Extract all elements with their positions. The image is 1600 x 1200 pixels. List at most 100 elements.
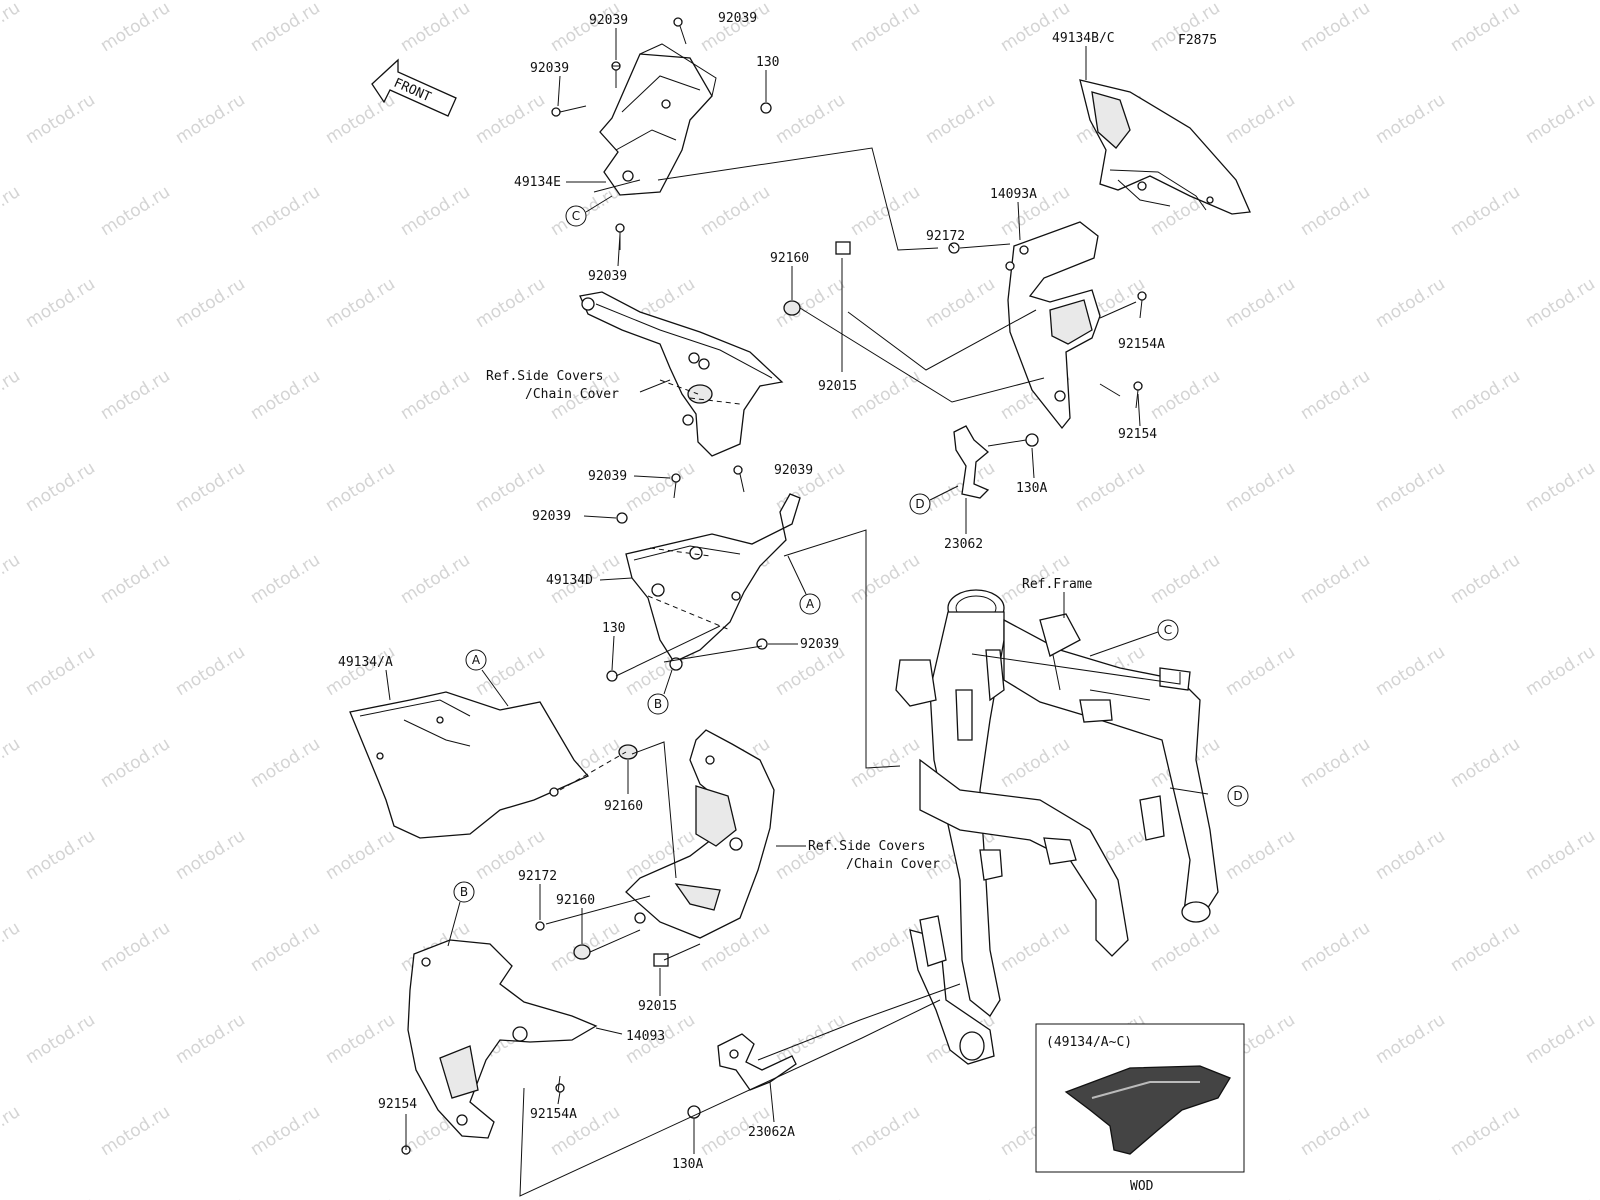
- callout-c-top: C: [565, 195, 613, 227]
- watermark-text: motod.ru: [0, 0, 24, 56]
- watermark-text: motod.ru: [1522, 458, 1599, 516]
- watermark-text: motod.ru: [1222, 274, 1299, 332]
- watermark-text: motod.ru: [547, 0, 624, 56]
- watermark-text: motod.ru: [0, 918, 24, 976]
- watermark-text: motod.ru: [97, 0, 174, 56]
- label-ref-chain-cover-bottom: /Chain Cover: [846, 857, 940, 872]
- watermark-text: motod.ru: [772, 274, 849, 332]
- label-23062: 23062: [944, 537, 983, 552]
- bracket-14093a: [1005, 221, 1101, 430]
- svg-text:C: C: [1164, 623, 1172, 637]
- watermark-text: motod.ru: [1147, 918, 1224, 976]
- watermark-text: motod.ru: [847, 366, 924, 424]
- watermark-text: motod.ru: [322, 90, 399, 148]
- callout-c-frame: C: [1089, 619, 1179, 657]
- label-49134d: 49134D: [546, 573, 593, 588]
- watermark-text: motod.ru: [322, 458, 399, 516]
- inner-cover-upper-49134e: [599, 43, 717, 196]
- watermark-text: motod.ru: [247, 1102, 324, 1160]
- callout-d-top: D: [909, 485, 959, 515]
- watermark-text: motod.ru: [322, 274, 399, 332]
- watermark-text: motod.ru: [997, 918, 1074, 976]
- side-cover-lower-ref: [625, 729, 775, 939]
- label-49134e: 49134E: [514, 175, 561, 190]
- watermark-text: motod.ru: [247, 918, 324, 976]
- watermark-text: motod.ru: [97, 550, 174, 608]
- watermark-text: motod.ru: [772, 826, 849, 884]
- watermark-text: motod.ru: [1522, 642, 1599, 700]
- label-92160-mid: 92160: [604, 799, 643, 814]
- callout-a-mid: A: [787, 555, 821, 615]
- watermark-text: motod.ru: [0, 182, 24, 240]
- part-labels: 92039 92039 92039 130 49134E 92039 49134…: [338, 11, 1165, 1172]
- inner-cover-lower-49134d: [625, 493, 801, 671]
- watermark-text: motod.ru: [697, 182, 774, 240]
- watermark-text: motod.ru: [1072, 458, 1149, 516]
- label-49134bc: 49134B/C: [1052, 31, 1115, 46]
- label-92039-mid-left: 92039: [588, 469, 627, 484]
- svg-text:D: D: [1233, 789, 1242, 803]
- callout-d-frame: D: [1227, 785, 1249, 807]
- watermark-text: motod.ru: [0, 550, 24, 608]
- watermark-text: motod.ru: [172, 826, 249, 884]
- label-92015-bottom: 92015: [638, 999, 677, 1014]
- watermark-text: motod.ru: [1222, 90, 1299, 148]
- watermark-text: motod.ru: [397, 366, 474, 424]
- label-49134a: 49134/A: [338, 655, 393, 670]
- label-92039-top-right: 92039: [718, 11, 757, 26]
- watermark-text: motod.ru: [922, 90, 999, 148]
- watermark-text: motod.ru: [472, 458, 549, 516]
- label-92154a-bottom: 92154A: [530, 1107, 577, 1122]
- watermark-text: motod.ru: [1297, 550, 1374, 608]
- watermark-text: motod.ru: [0, 734, 24, 792]
- leader-lines: [519, 147, 1209, 1197]
- watermark-text: motod.ru: [472, 642, 549, 700]
- watermark-text: motod.ru: [172, 458, 249, 516]
- watermark-text: motod.ru: [922, 458, 999, 516]
- watermark-text: motod.ru: [397, 550, 474, 608]
- watermark-text: motod.ru: [22, 642, 99, 700]
- watermark-text: motod.ru: [697, 0, 774, 56]
- watermark-text: motod.ru: [22, 826, 99, 884]
- watermark-text: motod.ru: [1297, 1102, 1374, 1160]
- watermark-text: motod.ru: [322, 1010, 399, 1068]
- watermark-text: motod.ru: [22, 274, 99, 332]
- side-panel-49134a: [349, 691, 590, 839]
- watermark-text: motod.ru: [172, 274, 249, 332]
- watermark-text: motod.ru: [397, 182, 474, 240]
- watermark-text: motod.ru: [322, 642, 399, 700]
- label-92039-right: 92039: [800, 637, 839, 652]
- watermark-text: motod.ru: [397, 0, 474, 56]
- label-92039-top-left: 92039: [589, 13, 628, 28]
- label-92172-bottom: 92172: [518, 869, 557, 884]
- label-14093: 14093: [626, 1029, 665, 1044]
- watermark-text: motod.ru: [97, 366, 174, 424]
- label-130-top: 130: [756, 55, 779, 70]
- duct-14093: [407, 939, 598, 1139]
- watermark-text: motod.ru: [1447, 550, 1524, 608]
- frame-ref: [895, 589, 1219, 1065]
- watermark-text: motod.ru: [247, 734, 324, 792]
- label-ref-side-covers-bottom: Ref.Side Covers: [808, 839, 925, 854]
- label-130-mid: 130: [602, 621, 625, 636]
- watermark-text: motod.ru: [847, 550, 924, 608]
- watermark-text: motod.ru: [22, 1194, 99, 1200]
- watermark-text: motod.ru: [1372, 1010, 1449, 1068]
- label-92039-left: 92039: [530, 61, 569, 76]
- watermark-text: motod.ru: [1297, 734, 1374, 792]
- svg-text:D: D: [915, 497, 924, 511]
- svg-text:C: C: [572, 209, 580, 223]
- watermark-text: motod.ru: [97, 182, 174, 240]
- watermark-text: motod.ru: [922, 274, 999, 332]
- watermark-text: motod.ru: [97, 734, 174, 792]
- label-92154-top: 92154: [1118, 427, 1157, 442]
- watermark-text: motod.ru: [1297, 918, 1374, 976]
- watermark-text: motod.ru: [1372, 274, 1449, 332]
- label-92039-bottom: 92039: [588, 269, 627, 284]
- watermark-text: motod.ru: [22, 90, 99, 148]
- watermark-text: motod.ru: [1447, 0, 1524, 56]
- label-130a-bottom: 130A: [672, 1157, 703, 1172]
- label-23062a: 23062A: [748, 1125, 795, 1140]
- label-92039-mid-right: 92039: [774, 463, 813, 478]
